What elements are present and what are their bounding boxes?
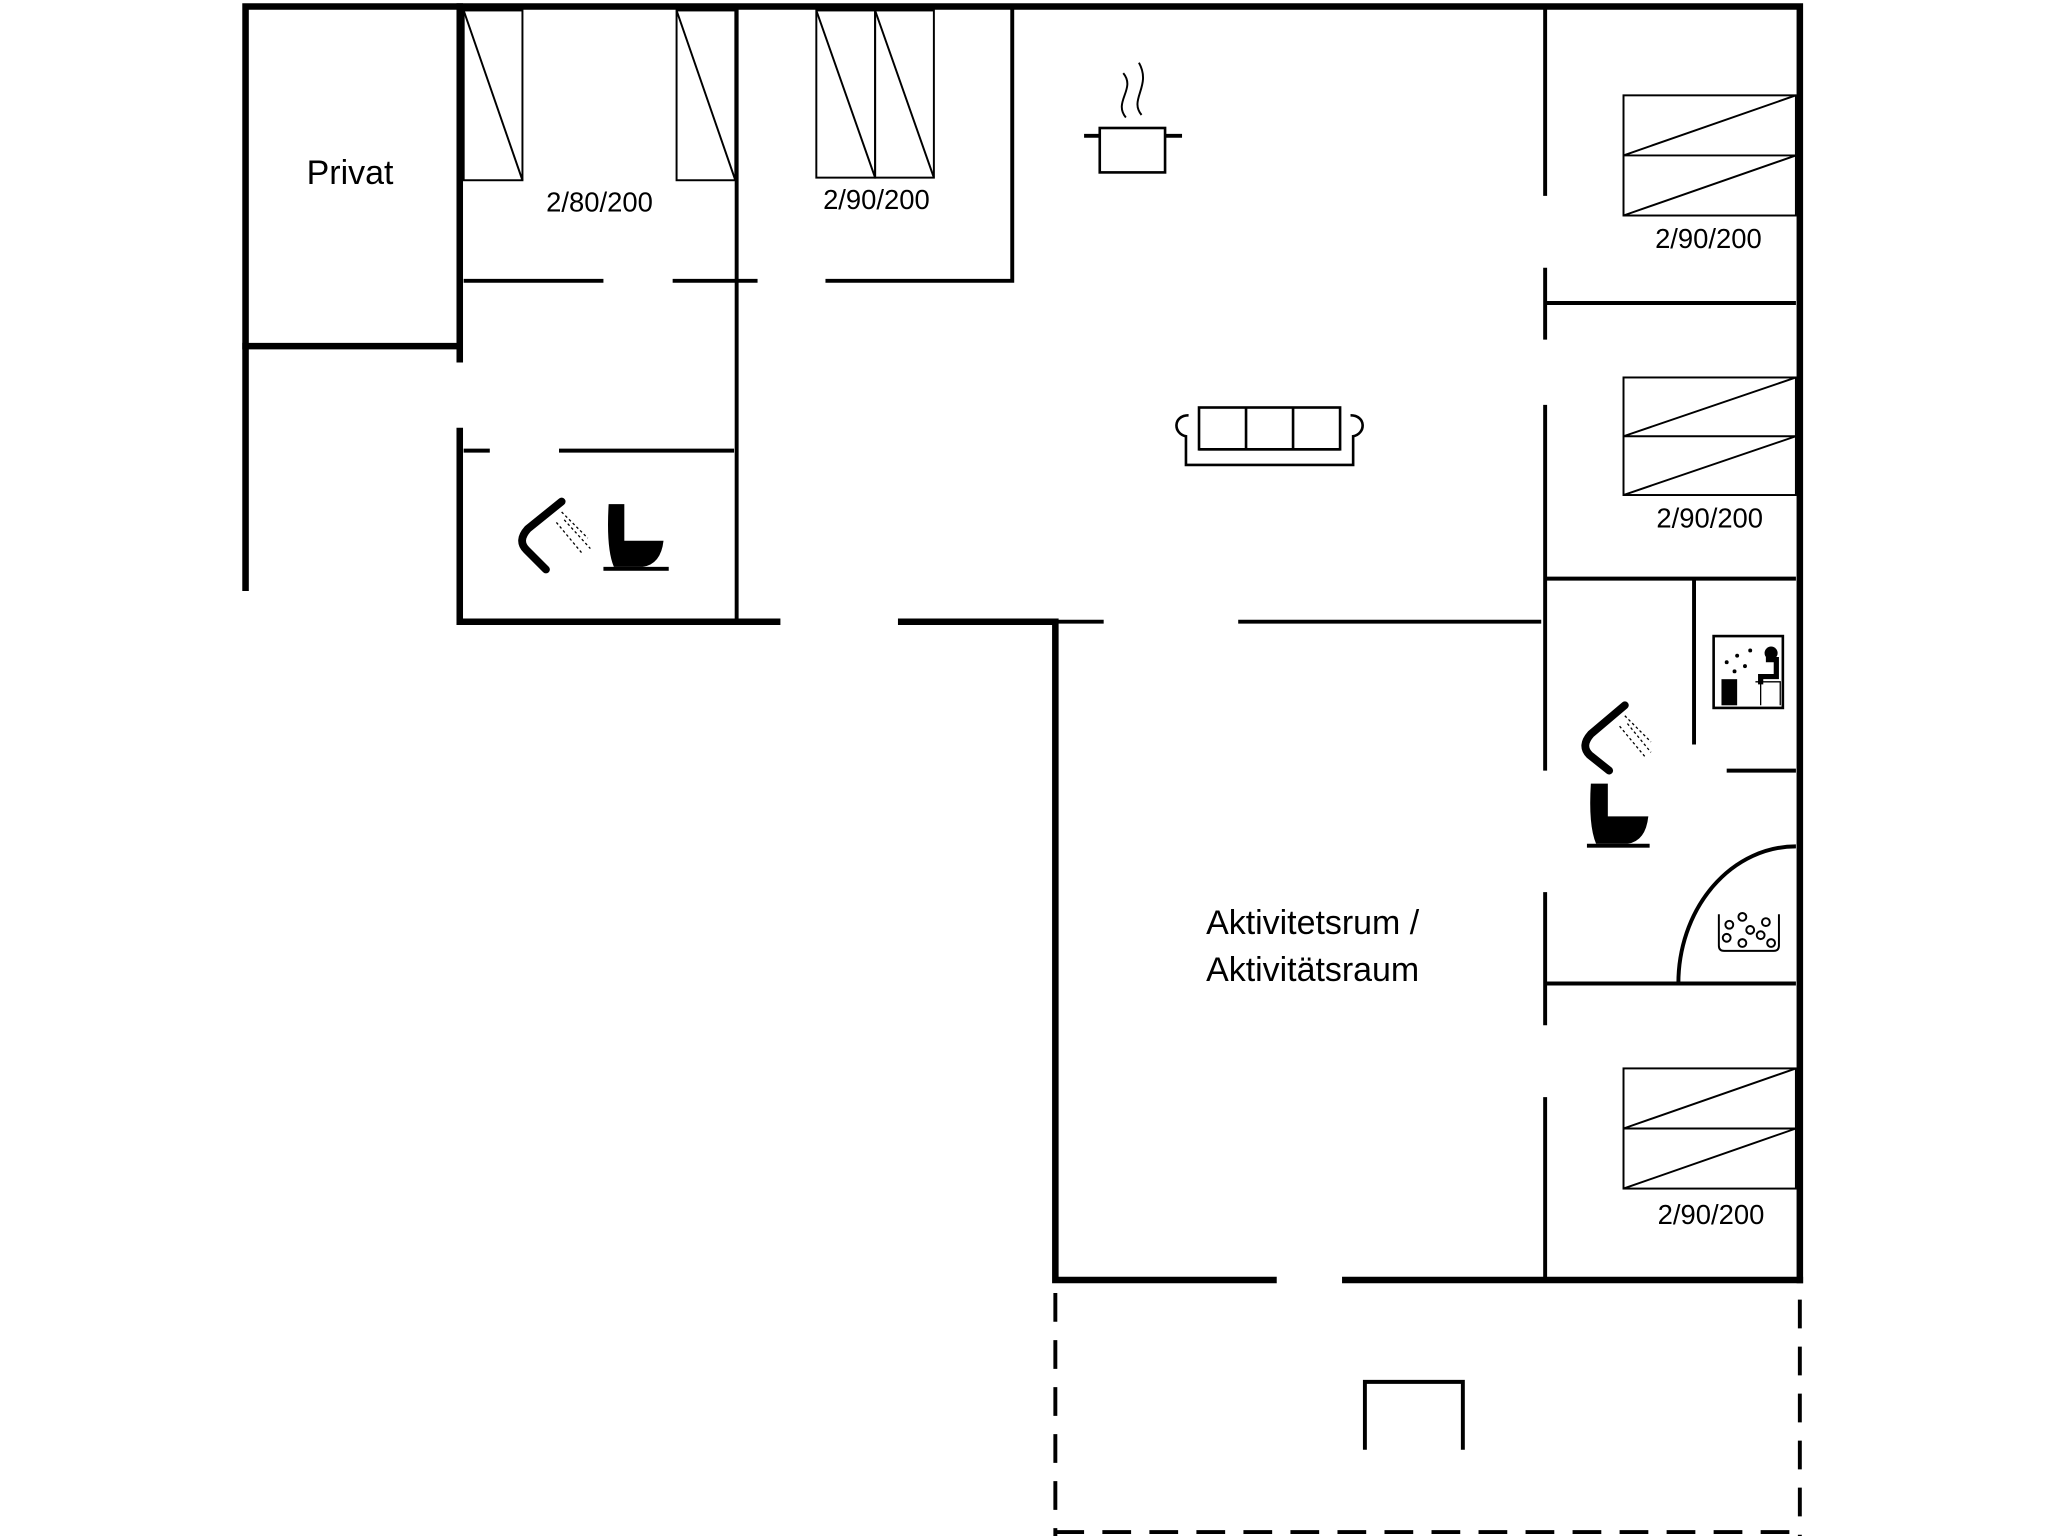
bed-2-80-200: 2/80/200 — [462, 9, 737, 218]
room-label-activity-de: Aktivitätsraum — [1206, 951, 1419, 989]
bed-label: 2/80/200 — [546, 187, 653, 218]
bed-label: 2/90/200 — [1658, 1199, 1765, 1230]
jacuzzi-icon — [1717, 911, 1780, 952]
bed-label: 2/90/200 — [823, 184, 930, 215]
toilet-icon — [603, 504, 669, 571]
interior-walls — [463, 6, 1796, 1280]
bed-2-90-200-right-1: 2/90/200 — [1622, 94, 1797, 254]
cooking-pot-icon — [1084, 62, 1183, 174]
bed-2-90-200-right-2: 2/90/200 — [1622, 376, 1797, 534]
bed-2-90-200-right-3: 2/90/200 — [1622, 1067, 1797, 1230]
fireplace — [1362, 1379, 1465, 1450]
shower-icon — [518, 497, 591, 574]
shower-icon — [1581, 701, 1652, 775]
toilet-icon — [1586, 783, 1650, 848]
sofa-icon — [1175, 406, 1364, 467]
room-label-activity: Aktivitetsrum / — [1206, 904, 1420, 942]
sauna-icon — [1712, 634, 1785, 710]
bed-label: 2/90/200 — [1656, 503, 1763, 534]
bed-2-90-200-top: 2/90/200 — [815, 9, 935, 215]
bed-label: 2/90/200 — [1655, 223, 1762, 254]
outer-walls — [242, 3, 1804, 1284]
room-label-private: Privat — [307, 154, 394, 192]
terrace — [1053, 1293, 1802, 1536]
